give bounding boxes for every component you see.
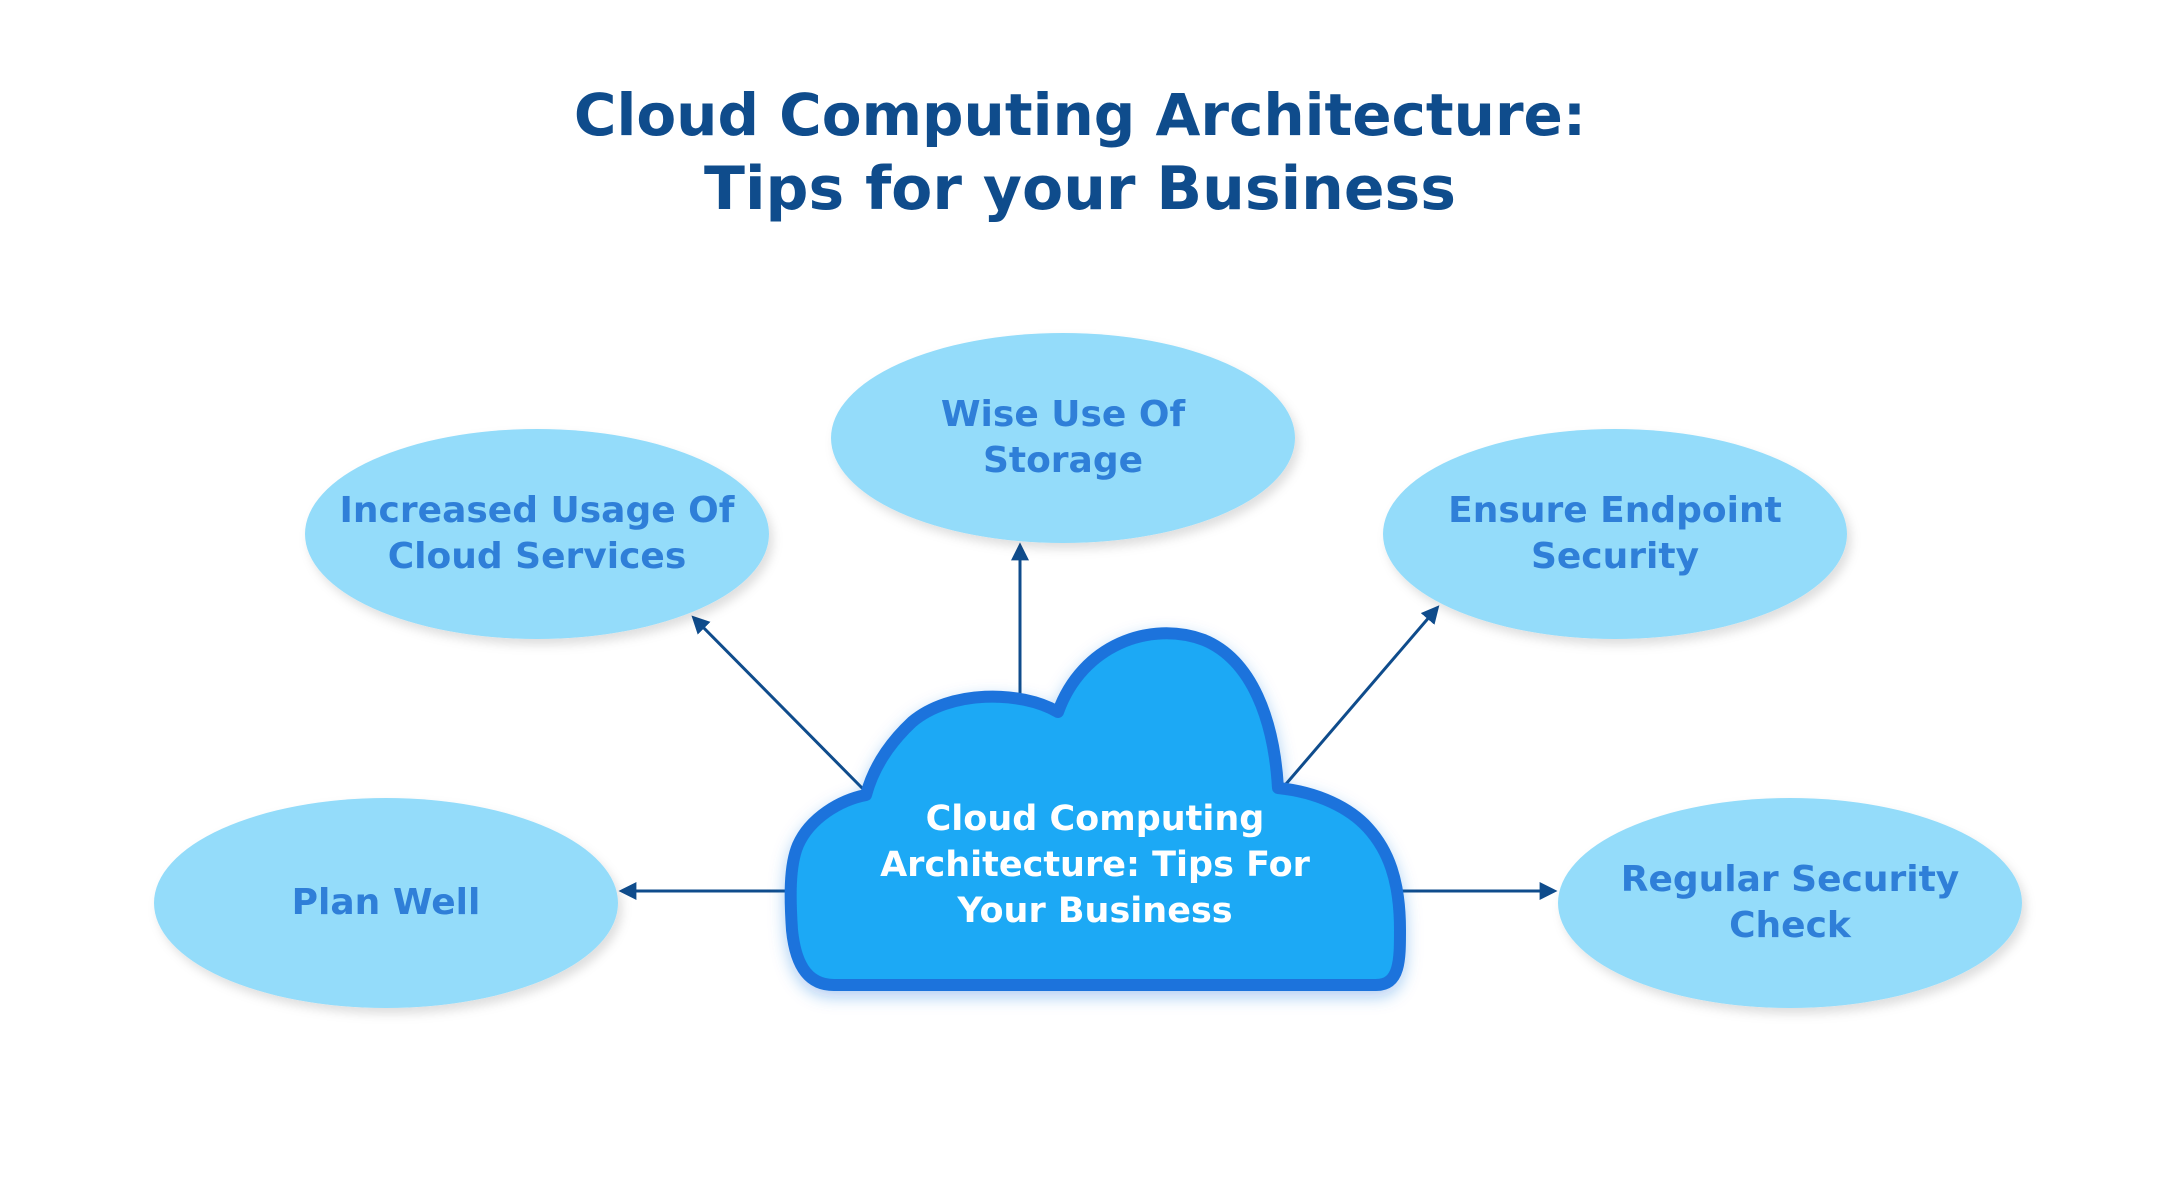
node-ensure-endpoint-security xyxy=(1383,429,1847,639)
arrow-to-ensure-endpoint-security xyxy=(1284,605,1440,785)
node-plan-well xyxy=(154,798,618,1008)
cloud-shape xyxy=(784,627,1406,991)
arrow-to-increased-usage xyxy=(691,615,868,794)
node-wise-use-of-storage xyxy=(831,333,1295,543)
node-label-ensure-endpoint-security: Ensure Endpoint Security xyxy=(1448,490,1782,577)
node-regular-security-check xyxy=(1558,798,2022,1008)
title-line-2: Tips for your Business xyxy=(704,154,1456,224)
node-label-wise-use-of-storage: Wise Use Of Storage xyxy=(940,394,1186,481)
node-label-increased-usage: Increased Usage Of Cloud Services xyxy=(339,490,735,577)
node-increased-usage xyxy=(305,429,769,639)
node-label-regular-security-check: Regular Security Check xyxy=(1620,859,1960,946)
center-cloud-label: Cloud Computing Architecture: Tips For Y… xyxy=(880,799,1310,931)
diagram-title: Cloud Computing Architecture: Tips for y… xyxy=(0,78,2160,226)
node-label-plan-well: Plan Well xyxy=(291,882,481,923)
title-line-1: Cloud Computing Architecture: xyxy=(573,81,1587,149)
